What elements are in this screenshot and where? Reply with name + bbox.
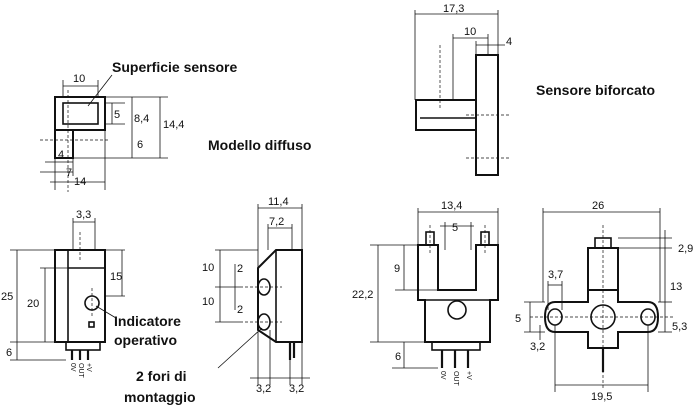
dim-top-6: 6 <box>137 139 143 151</box>
dim-fork-top-4: 4 <box>506 36 512 48</box>
dim-front-3-3: 3,3 <box>76 209 91 221</box>
fork-pin-0v: 0V <box>439 371 446 380</box>
dim-side-2b: 2 <box>237 304 243 316</box>
pin-out: OUT <box>77 363 84 379</box>
label-fork-sensor: Sensore biforcato <box>536 82 655 98</box>
dim-fork-side-19-5: 19,5 <box>591 391 612 403</box>
fork-front-view: 13,4 5 22,2 9 6 0V OUT +V <box>352 200 499 387</box>
dim-fork-side-3-2: 3,2 <box>530 341 545 353</box>
label-sensing-surface: Superficie sensore <box>112 59 237 75</box>
label-diffuse-model: Modello diffuso <box>208 137 311 153</box>
dim-fork-top-17-3: 17,3 <box>443 3 464 15</box>
dim-fork-front-5: 5 <box>452 222 458 234</box>
dim-fork-side-3-7: 3,7 <box>548 269 563 281</box>
dim-side-11-4: 11,4 <box>268 196 289 208</box>
dim-top-7: 7 <box>66 167 72 179</box>
dim-fork-top-10: 10 <box>464 26 476 38</box>
dim-front-6: 6 <box>6 347 12 359</box>
dim-side-10b: 10 <box>202 296 214 308</box>
pin-0v: 0V <box>69 363 76 372</box>
dim-fork-side-5: 5 <box>515 313 521 325</box>
diffuse-top-view: 10 5 8,4 14,4 6 4 7 14 <box>40 73 184 192</box>
dim-top-4: 4 <box>58 149 64 161</box>
fork-pin-plus-v: +V <box>465 371 472 380</box>
dim-side-3-2b: 3,2 <box>289 383 304 395</box>
pin-plus-v: +V <box>85 363 92 372</box>
dim-front-15: 15 <box>110 271 122 283</box>
dim-front-25: 25 <box>1 291 13 303</box>
dim-fork-front-9: 9 <box>394 263 400 275</box>
diffuse-side-view: 11,4 7,2 10 10 2 2 3,2 3,2 <box>202 196 310 395</box>
dim-fork-side-2-9: 2,9 <box>678 243 693 255</box>
dim-fork-side-13: 13 <box>670 281 682 293</box>
dim-fork-front-6: 6 <box>395 351 401 363</box>
dim-side-3-2a: 3,2 <box>256 383 271 395</box>
fork-side-view: 26 2,9 3,7 13 5 5,3 3,2 19,5 <box>515 200 693 403</box>
dim-side-7-2: 7,2 <box>269 216 284 228</box>
fork-top-view: 17,3 10 4 <box>414 3 512 176</box>
label-mount-holes-1: 2 fori di <box>136 368 187 384</box>
dim-front-20: 20 <box>27 298 39 310</box>
fork-pin-out: OUT <box>452 371 459 387</box>
fork-front-hole-icon <box>447 300 467 320</box>
label-mount-holes-2: montaggio <box>124 389 196 405</box>
dim-top-14: 14 <box>74 176 86 188</box>
dim-side-10a: 10 <box>202 262 214 274</box>
dim-top-5: 5 <box>114 109 120 121</box>
dim-side-2a: 2 <box>237 263 243 275</box>
label-indicator-2: operativo <box>114 332 177 348</box>
diffuse-front-view: 3,3 25 20 15 6 0V OUT +V <box>1 209 125 379</box>
dim-top-14-4: 14,4 <box>163 119 184 131</box>
dim-top-10: 10 <box>73 73 85 85</box>
dim-top-8-4: 8,4 <box>134 113 149 125</box>
label-indicator-1: Indicatore <box>114 313 181 329</box>
dim-fork-front-22-2: 22,2 <box>352 289 373 301</box>
dim-fork-side-26: 26 <box>592 200 604 212</box>
dim-fork-front-13-4: 13,4 <box>441 200 462 212</box>
dim-fork-side-5-3: 5,3 <box>672 321 687 333</box>
